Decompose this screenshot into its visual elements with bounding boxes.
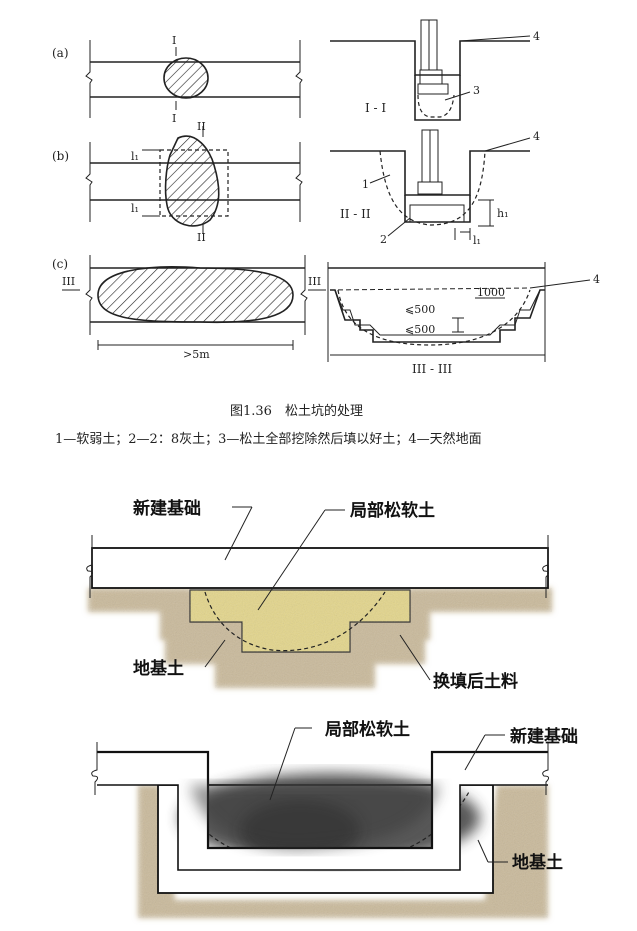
- section-label-c: III - III: [412, 362, 452, 376]
- panel-label-a: (a): [52, 46, 69, 60]
- bottom-diagram: [91, 727, 550, 918]
- section-label-a: I - I: [365, 101, 386, 115]
- dim-l1-b-bottom: l₁: [131, 202, 139, 215]
- section-mark-c-left: III: [62, 275, 75, 288]
- dim-step-1: ⩽500: [405, 303, 435, 316]
- dim-l1-b-right: l₁: [473, 234, 481, 247]
- label-backfill: 换填后土料: [433, 671, 518, 692]
- section-a: [330, 19, 531, 121]
- label-soft-soil-mid: 局部松软土: [350, 500, 435, 521]
- label-new-foundation-bottom: 新建基础: [510, 726, 578, 747]
- section-b: [330, 129, 531, 240]
- panel-a-plan: [85, 40, 303, 118]
- callout-4-b: 4: [533, 130, 540, 143]
- panel-label-b: (b): [52, 149, 69, 163]
- panel-label-c: (c): [52, 257, 68, 271]
- callout-1: 1: [362, 178, 369, 191]
- section-label-b: II - II: [340, 207, 371, 221]
- callout-3: 3: [473, 84, 480, 97]
- callout-4-a: 4: [533, 30, 540, 43]
- section-mark-c-right: III: [308, 275, 321, 288]
- label-new-foundation-mid: 新建基础: [133, 498, 201, 519]
- section-mark-b-bottom: II: [197, 231, 206, 244]
- section-mark-b-top: II: [197, 120, 206, 133]
- dim-step-2: ⩽500: [405, 323, 435, 336]
- panel-c-plan: [62, 255, 326, 350]
- section-c: [327, 262, 591, 362]
- callout-4-c: 4: [593, 273, 600, 286]
- middle-diagram: [86, 506, 552, 688]
- section-mark-a-top: I: [172, 34, 176, 47]
- dim-l1-b-top: l₁: [131, 150, 139, 163]
- dim-h1: h₁: [497, 207, 509, 220]
- callout-2: 2: [380, 233, 387, 246]
- section-mark-a-bottom: I: [172, 112, 176, 125]
- panel-b-plan: [85, 126, 303, 234]
- dim-1000: 1000: [477, 286, 505, 299]
- figure-caption: 图1.36 松土坑的处理: [230, 403, 363, 419]
- label-base-soil-mid: 地基土: [133, 658, 184, 679]
- label-base-soil-bottom: 地基土: [512, 852, 563, 873]
- dim-5m: >5m: [183, 348, 210, 361]
- figure-legend: 1—软弱土；2—2：8灰土；3—松土全部挖除然后填以好土；4—天然地面: [55, 431, 482, 447]
- label-soft-soil-bottom: 局部松软土: [325, 719, 410, 740]
